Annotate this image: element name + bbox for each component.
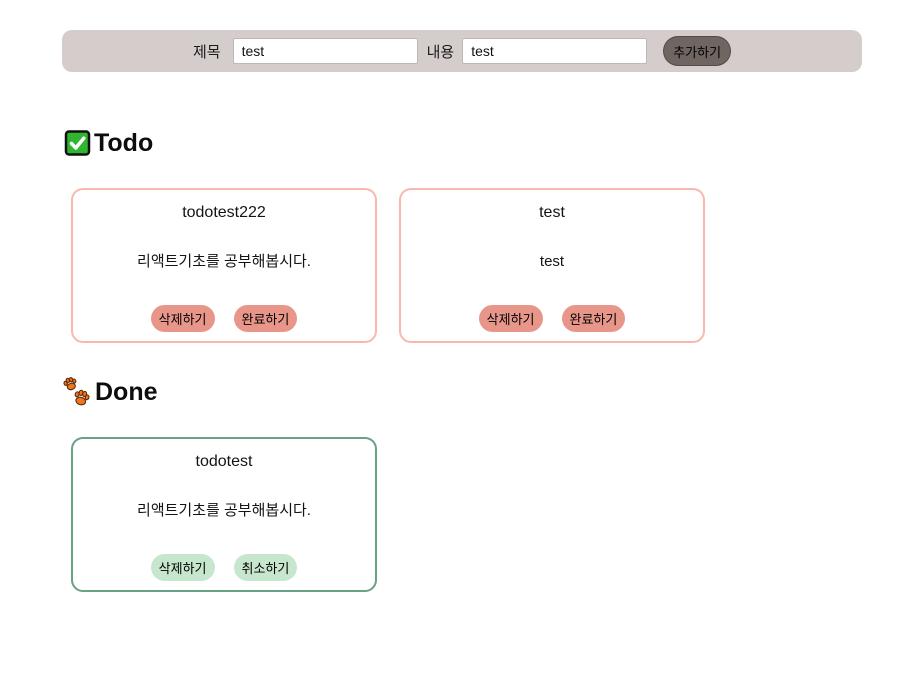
done-card-1: todotest 리액트기초를 공부해봅시다. 삭제하기 취소하기 bbox=[71, 437, 377, 592]
todo-card-2: test test 삭제하기 완료하기 bbox=[399, 188, 705, 343]
todo-card-buttons: 삭제하기 완료하기 bbox=[478, 305, 626, 332]
todo-card-title: todotest222 bbox=[182, 204, 266, 221]
delete-button[interactable]: 삭제하기 bbox=[150, 554, 215, 581]
todo-app-page: 제목 내용 추가하기 Todo todotest222 리액트기초를 공부해봅시… bbox=[0, 30, 901, 592]
todo-heading-label: Todo bbox=[94, 128, 154, 157]
delete-button[interactable]: 삭제하기 bbox=[150, 305, 215, 332]
done-section-heading: Done bbox=[62, 377, 901, 407]
content-label: 내용 bbox=[426, 43, 455, 61]
todo-card-1: todotest222 리액트기초를 공부해봅시다. 삭제하기 완료하기 bbox=[71, 188, 377, 343]
delete-button[interactable]: 삭제하기 bbox=[478, 305, 543, 332]
paw-prints-icon bbox=[62, 376, 92, 408]
complete-button[interactable]: 완료하기 bbox=[561, 305, 626, 332]
todo-card-title: test bbox=[539, 204, 565, 221]
title-input[interactable] bbox=[232, 38, 418, 64]
todo-card-list: todotest222 리액트기초를 공부해봅시다. 삭제하기 완료하기 tes… bbox=[71, 188, 901, 343]
cancel-button[interactable]: 취소하기 bbox=[233, 554, 298, 581]
todo-card-content: 리액트기초를 공부해봅시다. bbox=[137, 253, 311, 270]
todo-card-buttons: 삭제하기 완료하기 bbox=[150, 305, 298, 332]
done-card-title: todotest bbox=[195, 453, 253, 470]
done-heading-label: Done bbox=[95, 377, 158, 406]
add-button[interactable]: 추가하기 bbox=[663, 36, 732, 66]
todo-card-content: test bbox=[539, 253, 565, 270]
add-todo-form: 제목 내용 추가하기 bbox=[62, 30, 862, 72]
content-input[interactable] bbox=[462, 38, 648, 64]
title-label: 제목 bbox=[192, 43, 221, 61]
check-mark-icon bbox=[64, 129, 91, 157]
done-card-content: 리액트기초를 공부해봅시다. bbox=[137, 502, 311, 519]
done-card-buttons: 삭제하기 취소하기 bbox=[150, 554, 298, 581]
done-card-list: todotest 리액트기초를 공부해봅시다. 삭제하기 취소하기 bbox=[71, 437, 901, 592]
complete-button[interactable]: 완료하기 bbox=[233, 305, 298, 332]
todo-section-heading: Todo bbox=[64, 128, 901, 158]
